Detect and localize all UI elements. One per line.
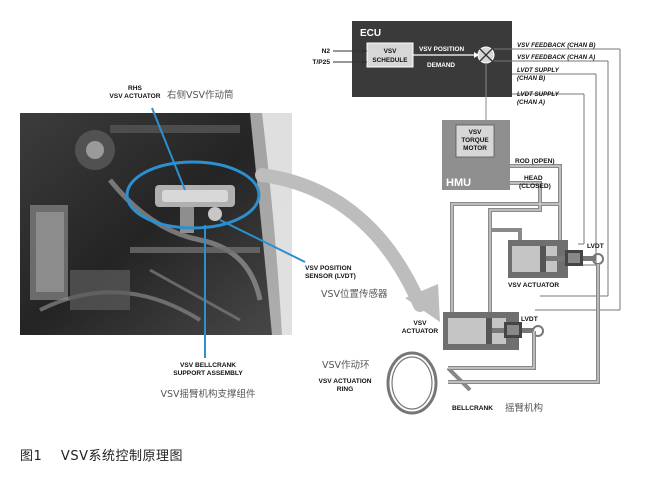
figure-caption: 图1 VSV系统控制原理图 <box>20 445 183 464</box>
feedback-chan-a: VSV FEEDBACK (CHAN A) <box>517 54 595 61</box>
upper-vsv-actuator <box>508 240 604 278</box>
schedule-line1: VSV <box>384 48 398 55</box>
hmu-block: VSV TORQUE MOTOR HMU <box>442 120 510 190</box>
input-tp25: T/P25 <box>312 59 330 66</box>
head-closed-line2: (CLOSED) <box>519 183 551 190</box>
rod-open-label: ROD (OPEN) <box>515 158 555 165</box>
demand-label: DEMAND <box>427 62 455 69</box>
actuation-ring <box>386 351 438 415</box>
ring-label-line2: RING <box>337 386 353 393</box>
ecu-title: ECU <box>360 28 381 39</box>
rhs-label-cn: 右侧VSV作动筒 <box>167 89 234 101</box>
bellcrank-label: BELLCRANK <box>452 405 493 412</box>
schedule-line2: SCHEDULE <box>372 57 408 64</box>
torque-motor-line1: VSV <box>469 129 483 136</box>
ring-cn-label: VSV作动环 <box>322 359 370 371</box>
lower-actuator-line2: ACTUATOR <box>402 328 439 335</box>
figure-number: 图1 <box>20 449 43 464</box>
lower-actuator-line1: VSV <box>413 320 427 327</box>
rhs-label-line1: RHS <box>128 85 143 92</box>
hmu-label: HMU <box>446 177 471 189</box>
head-closed-line1: HEAD <box>524 175 543 182</box>
upper-actuator-label: VSV ACTUATOR <box>508 282 559 289</box>
torque-motor-box <box>455 124 495 158</box>
vsv-schedule-box <box>366 42 414 68</box>
arrow-head <box>405 284 440 322</box>
bellcrank-linkage-inner <box>448 264 599 383</box>
bellcrank-support-line2: SUPPORT ASSEMBLY <box>173 370 243 377</box>
sensor-label-line1: VSV POSITION <box>305 265 352 272</box>
rhs-leader <box>151 107 186 191</box>
ring-label-line1: VSV ACTUATION <box>318 378 371 385</box>
sensor-leader <box>219 219 306 263</box>
rhs-label-line2: VSV ACTUATOR <box>109 93 160 100</box>
bellcrank-cn-label: 摇臂机构 <box>505 402 543 414</box>
feedback-chan-b: VSV FEEDBACK (CHAN B) <box>517 42 595 49</box>
torque-motor-line3: MOTOR <box>463 145 487 152</box>
lower-lvdt-label: LVDT <box>521 316 538 323</box>
bellcrank-support-cn: VSV摇臂机构支撑组件 <box>160 388 256 400</box>
torque-motor-line2: TORQUE <box>461 137 489 144</box>
lvdt-supply-a-line1: LVDT SUPPLY <box>517 91 560 98</box>
lower-vsv-actuator <box>443 312 544 350</box>
upper-lvdt-label: LVDT <box>587 243 604 250</box>
actuator-highlight-ellipse <box>125 160 261 230</box>
input-n2: N2 <box>322 48 331 55</box>
photo-to-actuator-arrow <box>255 168 427 312</box>
vsv-position-label: VSV POSITION <box>419 46 464 53</box>
lvdt-supply-b-line1: LVDT SUPPLY <box>517 67 560 74</box>
figure-title: VSV系统控制原理图 <box>60 449 183 464</box>
feedback-lines <box>494 48 621 311</box>
sensor-label-line2: SENSOR (LVDT) <box>305 273 356 280</box>
engine-photo <box>20 113 292 335</box>
sensor-label-cn: VSV位置传感器 <box>321 288 388 300</box>
bellcrank-support-line1: VSV BELLCRANK <box>180 362 236 369</box>
lvdt-supply-a-line2: (CHAN A) <box>517 99 545 106</box>
hydraulic-lines-inner <box>451 165 561 330</box>
ecu-block: ECU VSV SCHEDULE VSV POSITION DEMAND <box>352 21 512 97</box>
lvdt-supply-b-line2: (CHAN B) <box>517 75 545 82</box>
